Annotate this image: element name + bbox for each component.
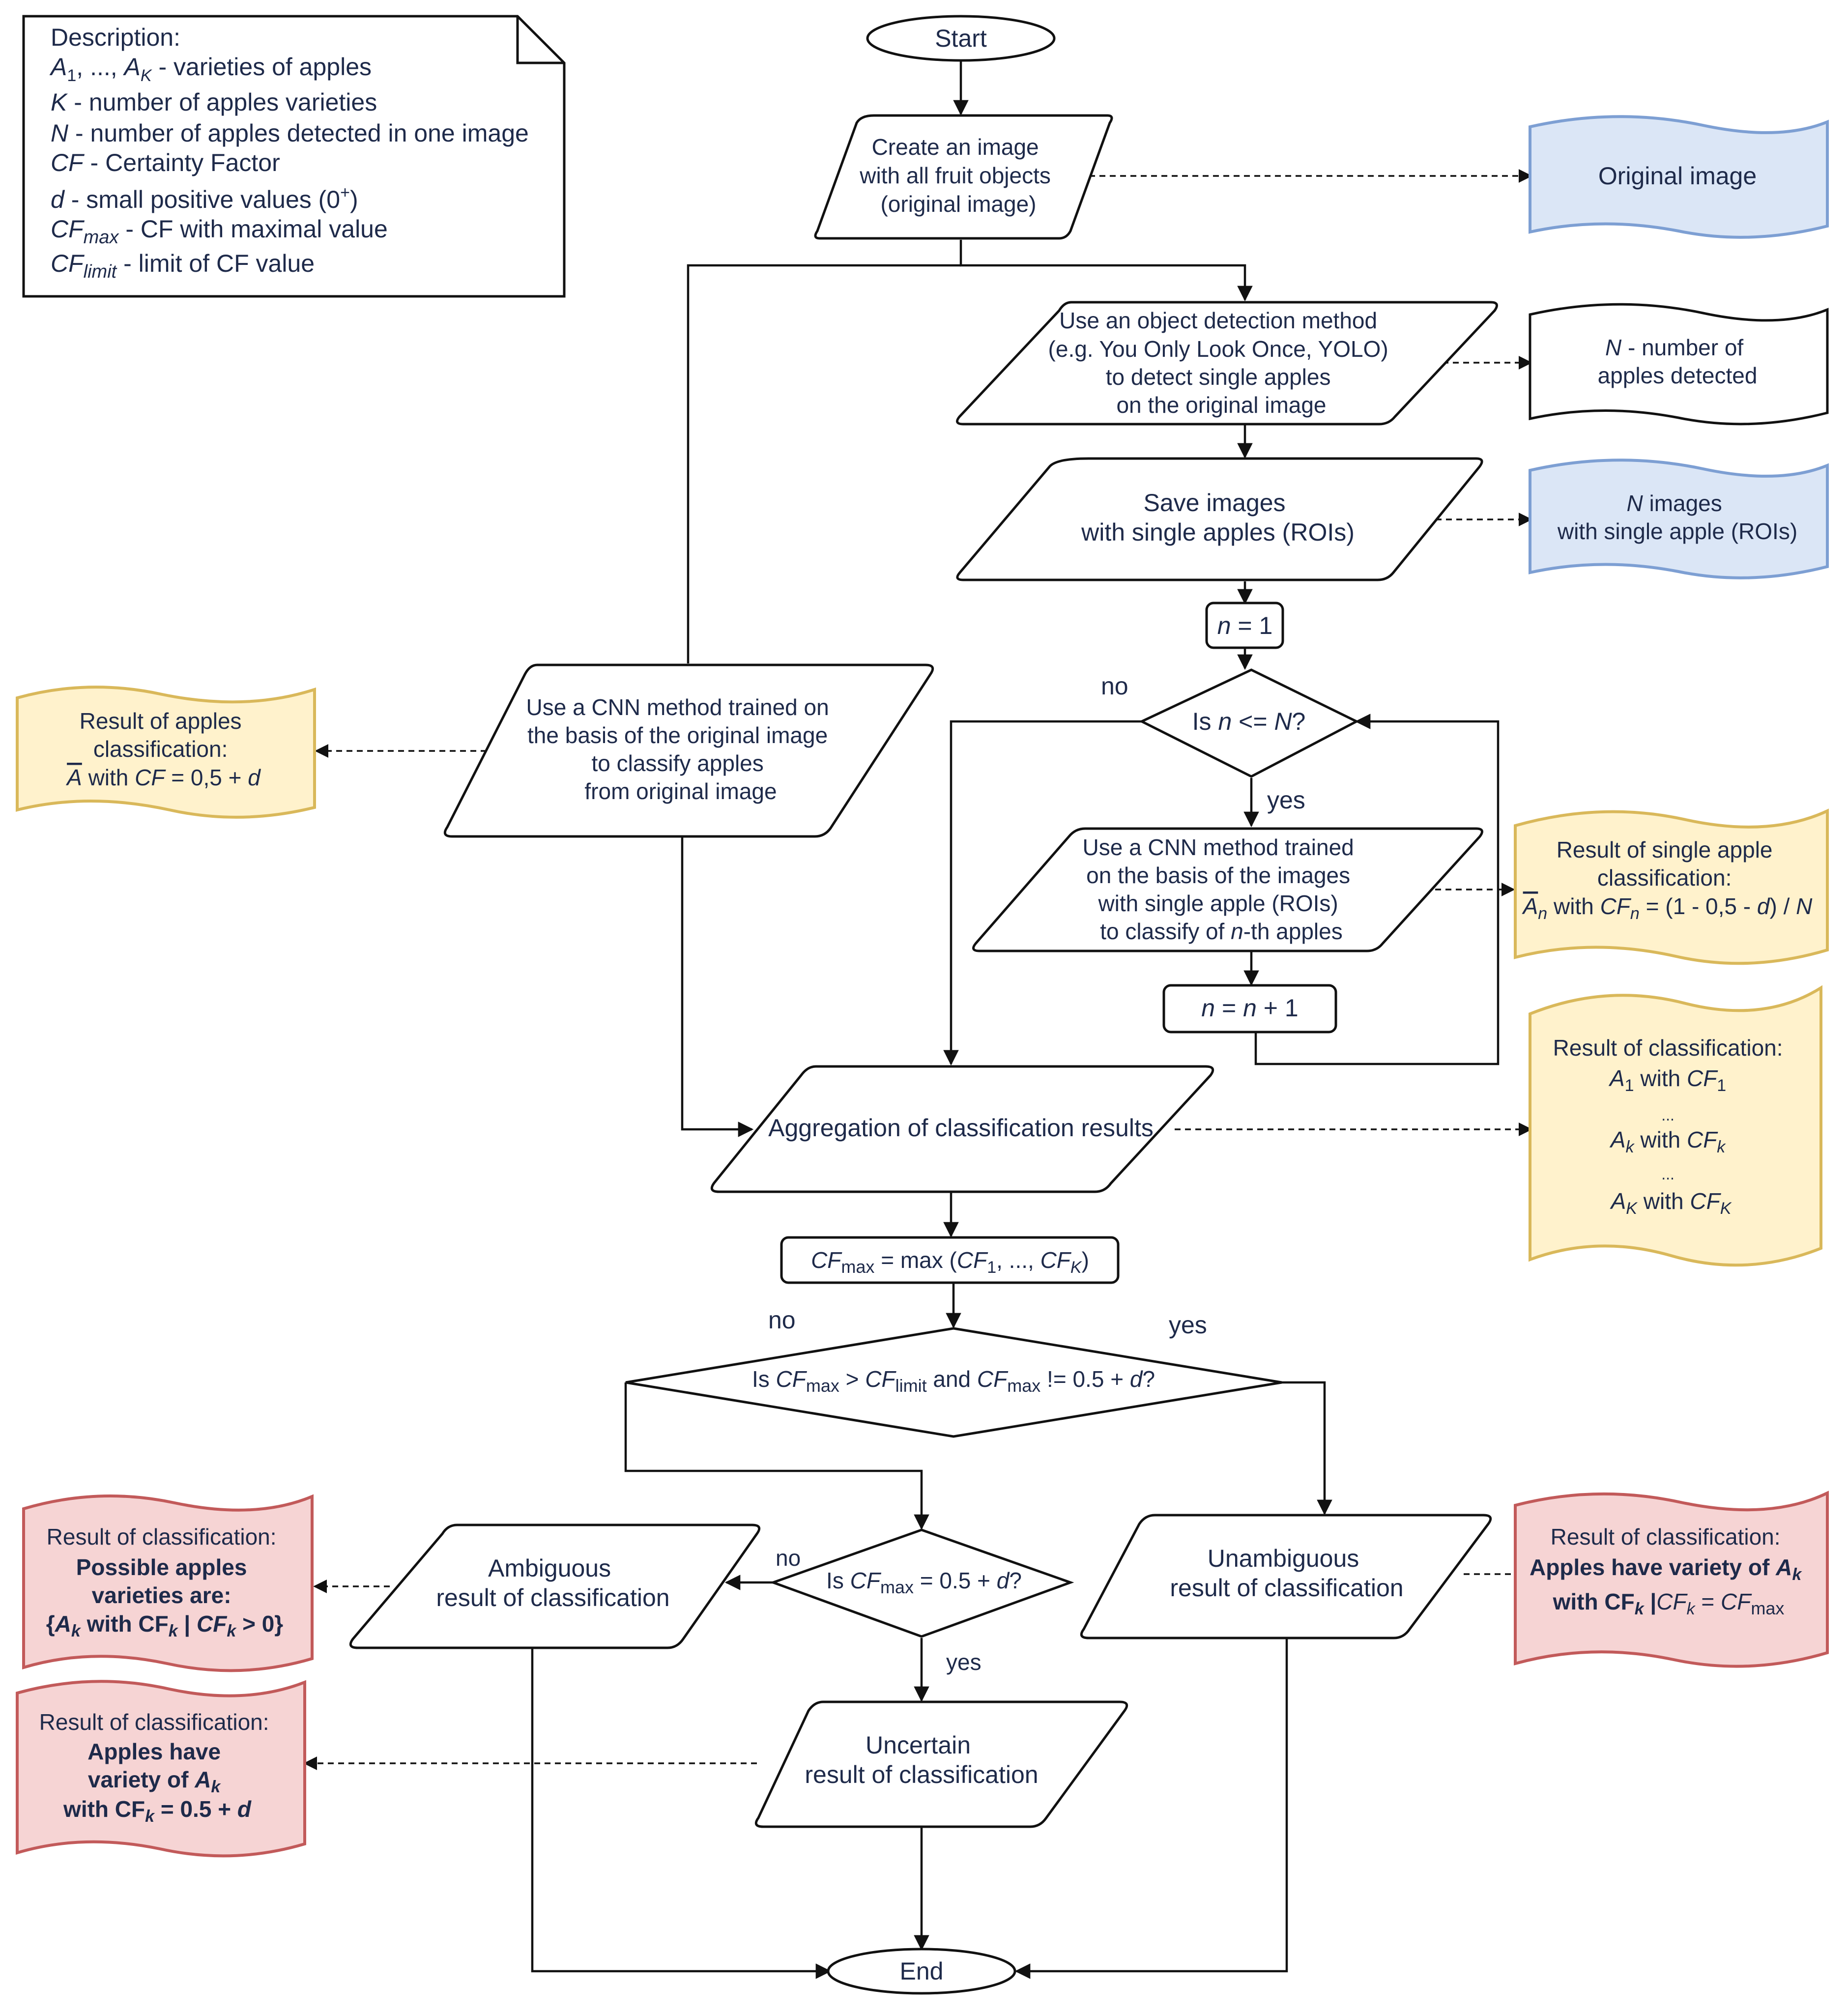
svg-text:Is CFmax = 0.5 + d?: Is CFmax = 0.5 + d? bbox=[826, 1568, 1022, 1597]
label-main-no: no bbox=[768, 1306, 796, 1334]
svg-text:Ambiguous result of clas: Ambiguous result of classification bbox=[436, 1554, 669, 1611]
start-label: Start bbox=[935, 25, 987, 52]
end-label: End bbox=[900, 1957, 944, 1985]
aggregation-label: Aggregation of classification results bbox=[768, 1114, 1154, 1142]
legend-line-k: K - number of apples varieties bbox=[51, 88, 377, 116]
svg-text:Is CFmax > CFlimit and CFmax !: Is CFmax > CFlimit and CFmax != 0.5 + d? bbox=[752, 1366, 1155, 1396]
connectors bbox=[531, 58, 1500, 1979]
svg-text:Result of classification:: Result of classification: A1 with CF1 ..… bbox=[1553, 1035, 1790, 1218]
label-half-yes: yes bbox=[946, 1649, 982, 1675]
output-result-ambiguous: Result of classification: Possible apple… bbox=[22, 1494, 314, 1672]
svg-text:Result of apples classif: Result of apples classification: A with … bbox=[65, 708, 261, 790]
svg-text:Unambiguous result of cl: Unambiguous result of classification bbox=[1170, 1545, 1403, 1602]
output-result-classification: Result of classification: A1 with CF1 ..… bbox=[1529, 985, 1822, 1267]
legend-box: Description: A1, ..., AK - varieties of … bbox=[22, 15, 566, 298]
object-detection-node: Use an object detection method (e.g. You… bbox=[956, 301, 1498, 426]
svg-text:Use a CNN method trained: Use a CNN method trained on the basis of… bbox=[1082, 834, 1360, 944]
create-image-node: Create an image with all fruit objects (… bbox=[814, 114, 1113, 240]
ambiguous-node: Ambiguous result of classification bbox=[349, 1523, 761, 1649]
cnn-single-node: Use a CNN method trained on the basis of… bbox=[972, 827, 1483, 952]
svg-text:n = 1: n = 1 bbox=[1217, 612, 1273, 639]
svg-text:Original image: Original image bbox=[1598, 162, 1757, 190]
main-condition-diamond: Is CFmax > CFlimit and CFmax != 0.5 + d? bbox=[625, 1327, 1282, 1438]
loop-condition-diamond: Is n <= N? bbox=[1139, 668, 1359, 778]
edge-labels: no yes no yes no yes bbox=[768, 672, 1305, 1675]
save-images-node: Save images with single apples (ROIs) bbox=[956, 457, 1483, 581]
unambiguous-node: Unambiguous result of classification bbox=[1080, 1514, 1492, 1639]
svg-text:Result of single apple c: Result of single apple classification: A… bbox=[1522, 837, 1813, 923]
svg-text:Result of classification:: Result of classification: Possible apple… bbox=[46, 1524, 284, 1640]
output-original-image: Original image bbox=[1529, 115, 1829, 239]
svg-text:n = n + 1: n = n + 1 bbox=[1201, 994, 1298, 1022]
half-condition-diamond: Is CFmax = 0.5 + d? bbox=[769, 1528, 1074, 1638]
output-n-images: N images with single apple (ROIs) bbox=[1529, 459, 1829, 579]
svg-text:Result of classification:: Result of classification: Apples have va… bbox=[39, 1709, 276, 1826]
legend-line-cf: CF - Certainty Factor bbox=[51, 149, 280, 176]
end-node: End bbox=[827, 1948, 1016, 1995]
svg-text:CFmax = max (CF1, ..., CFK): CFmax = max (CF1, ..., CFK) bbox=[811, 1247, 1089, 1277]
output-result-apples: Result of apples classification: A with … bbox=[16, 686, 316, 819]
legend-line-cflimit: CFlimit - limit of CF value bbox=[51, 250, 315, 282]
start-node: Start bbox=[866, 15, 1056, 62]
cnn-original-node: Use a CNN method trained on the basis of… bbox=[443, 663, 934, 838]
legend-line-varieties: A1, ..., AK - varieties of apples bbox=[49, 53, 372, 85]
svg-text:Use an object detection method: Use an object detection method (e.g. You… bbox=[1048, 308, 1395, 418]
svg-text:Uncertain result of clas: Uncertain result of classification bbox=[805, 1731, 1038, 1788]
svg-text:Is n <= N?: Is n <= N? bbox=[1192, 708, 1306, 735]
svg-text:N images with single app: N images with single apple (ROIs) bbox=[1557, 490, 1797, 544]
legend-line-d: d - small positive values (0+) bbox=[51, 183, 358, 213]
n-init-box: n = 1 bbox=[1205, 602, 1284, 649]
legend-line-n: N - number of apples detected in one ima… bbox=[51, 119, 529, 147]
uncertain-node: Uncertain result of classification bbox=[754, 1700, 1128, 1828]
output-result-unambiguous: Result of classification: Apples have va… bbox=[1514, 1491, 1829, 1668]
svg-text:Create an image with all: Create an image with all fruit objects (… bbox=[859, 134, 1057, 217]
label-loop-yes: yes bbox=[1267, 786, 1305, 814]
svg-text:N - number of apples det: N - number of apples detected bbox=[1598, 335, 1758, 388]
aggregation-node: Aggregation of classification results bbox=[710, 1065, 1214, 1193]
label-main-yes: yes bbox=[1169, 1311, 1207, 1339]
n-increment-box: n = n + 1 bbox=[1162, 984, 1337, 1034]
svg-text:Result of classification:: Result of classification: Apples have va… bbox=[1530, 1524, 1808, 1618]
label-loop-no: no bbox=[1101, 672, 1128, 700]
output-result-single: Result of single apple classification: A… bbox=[1514, 808, 1829, 965]
output-n-detected: N - number of apples detected bbox=[1529, 303, 1829, 426]
svg-text:Save images with single: Save images with single apples (ROIs) bbox=[1081, 489, 1355, 546]
label-half-no: no bbox=[776, 1545, 801, 1571]
legend-title: Description: bbox=[51, 24, 180, 51]
cfmax-box: CFmax = max (CF1, ..., CFK) bbox=[780, 1236, 1120, 1284]
output-links bbox=[303, 169, 1555, 1770]
output-result-uncertain: Result of classification: Apples have va… bbox=[16, 1680, 306, 1858]
svg-text:Use a CNN method trained on: Use a CNN method trained on the basis of… bbox=[526, 694, 836, 804]
legend-line-cfmax: CFmax - CF with maximal value bbox=[51, 215, 388, 248]
